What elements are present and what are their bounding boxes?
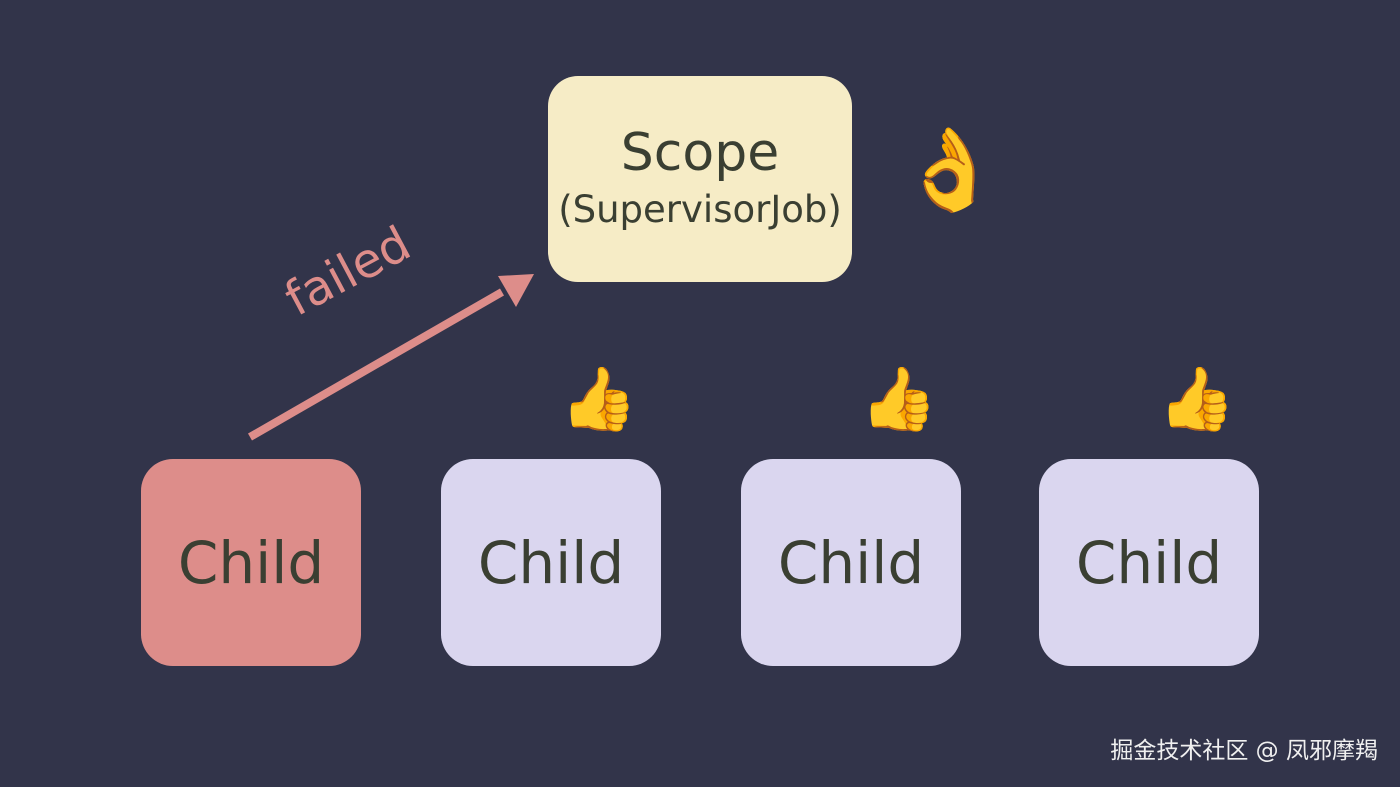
child-label: Child xyxy=(777,528,925,597)
child-node-3: Child xyxy=(741,459,961,666)
scope-title: Scope xyxy=(620,123,780,183)
scope-subtitle: (SupervisorJob) xyxy=(558,188,842,231)
ok-hand-icon: 👌 xyxy=(900,123,1000,216)
child-label: Child xyxy=(1075,528,1223,597)
child-node-failed: Child xyxy=(141,459,361,666)
child-label: Child xyxy=(177,528,325,597)
watermark: 掘金技术社区 @ 凤邪摩羯 xyxy=(1110,738,1378,764)
thumbs-up-icon: 👍 xyxy=(560,362,638,435)
scope-node: Scope (SupervisorJob) xyxy=(548,76,852,282)
thumbs-up-icon: 👍 xyxy=(1158,362,1236,435)
child-node-2: Child xyxy=(441,459,661,666)
child-node-4: Child xyxy=(1039,459,1259,666)
thumbs-up-icon: 👍 xyxy=(860,362,938,435)
child-label: Child xyxy=(477,528,625,597)
